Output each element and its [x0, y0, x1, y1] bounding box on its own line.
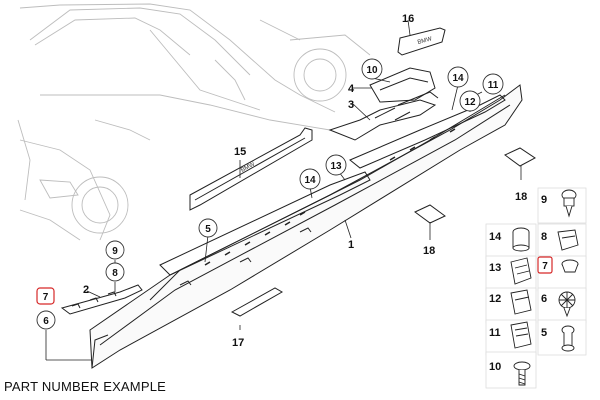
- pad-part-18: [414, 147, 536, 224]
- callout-8: 8: [112, 268, 118, 279]
- callout-5: 5: [205, 224, 211, 235]
- legend-label-9: 9: [541, 194, 547, 206]
- callout-1: 1: [348, 239, 354, 251]
- legend-rivet-5: [561, 325, 575, 352]
- legend-clip-12: [510, 289, 532, 315]
- callout-12: 12: [464, 97, 476, 108]
- bracket-part-3: [328, 99, 437, 141]
- callout-14a: 14: [452, 73, 464, 84]
- legend-label-5: 5: [541, 327, 547, 339]
- side-skirt-panel: [89, 84, 523, 369]
- car-outline-sketch: [17, 3, 371, 241]
- legend-screw-10: [513, 361, 531, 386]
- clip-rail-part-2: [60, 284, 143, 315]
- legend-label-10: 10: [489, 361, 501, 373]
- callout-2: 2: [83, 284, 89, 296]
- bracket-part-4: [369, 67, 439, 106]
- legend-label-8: 8: [541, 231, 547, 243]
- callout-14b: 14: [304, 175, 316, 186]
- legend-fastener-6: [558, 291, 576, 318]
- brand-mark-16: BMW: [417, 36, 433, 46]
- legend-clip-8: [557, 229, 579, 251]
- legend-washer-7: [561, 259, 579, 273]
- callout-13: 13: [330, 161, 342, 172]
- callout-17: 17: [232, 337, 244, 349]
- callout-7-highlighted: 7: [43, 292, 49, 303]
- callout-10: 10: [366, 65, 378, 76]
- caption: PART NUMBER EXAMPLE: [4, 379, 167, 394]
- trim-strip-part-15: BMW: [189, 127, 313, 211]
- callouts: 1 2 3 4 15 16 17 18 18 5 6 7 8 9 10 11 1…: [36, 13, 527, 349]
- legend-label-7-highlighted: 7: [542, 261, 548, 272]
- legend-clip-11: [510, 321, 532, 349]
- parts-legend-grid: 9 14 8 13 7: [485, 187, 587, 389]
- callout-3: 3: [348, 99, 354, 111]
- callout-15: 15: [234, 146, 246, 158]
- callout-6: 6: [43, 316, 49, 327]
- legend-label-11: 11: [489, 327, 501, 339]
- legend-grommet-14: [512, 227, 530, 252]
- callout-16: 16: [402, 13, 414, 25]
- inner-trim-strip: [159, 94, 506, 276]
- legend-bracket-13: [510, 257, 532, 285]
- callout-9: 9: [112, 246, 118, 257]
- legend-label-12: 12: [489, 293, 501, 305]
- callout-11: 11: [488, 80, 499, 91]
- trim-strip-part-16: BMW: [397, 27, 446, 56]
- legend-label-13: 13: [489, 262, 501, 274]
- legend-label-6: 6: [541, 293, 547, 305]
- callout-18a: 18: [515, 191, 527, 203]
- legend-label-14: 14: [489, 231, 502, 243]
- strip-part-17: [230, 287, 284, 317]
- callout-18b: 18: [423, 245, 435, 257]
- legend-push-rivet-9: [561, 189, 577, 218]
- callout-4: 4: [348, 83, 355, 95]
